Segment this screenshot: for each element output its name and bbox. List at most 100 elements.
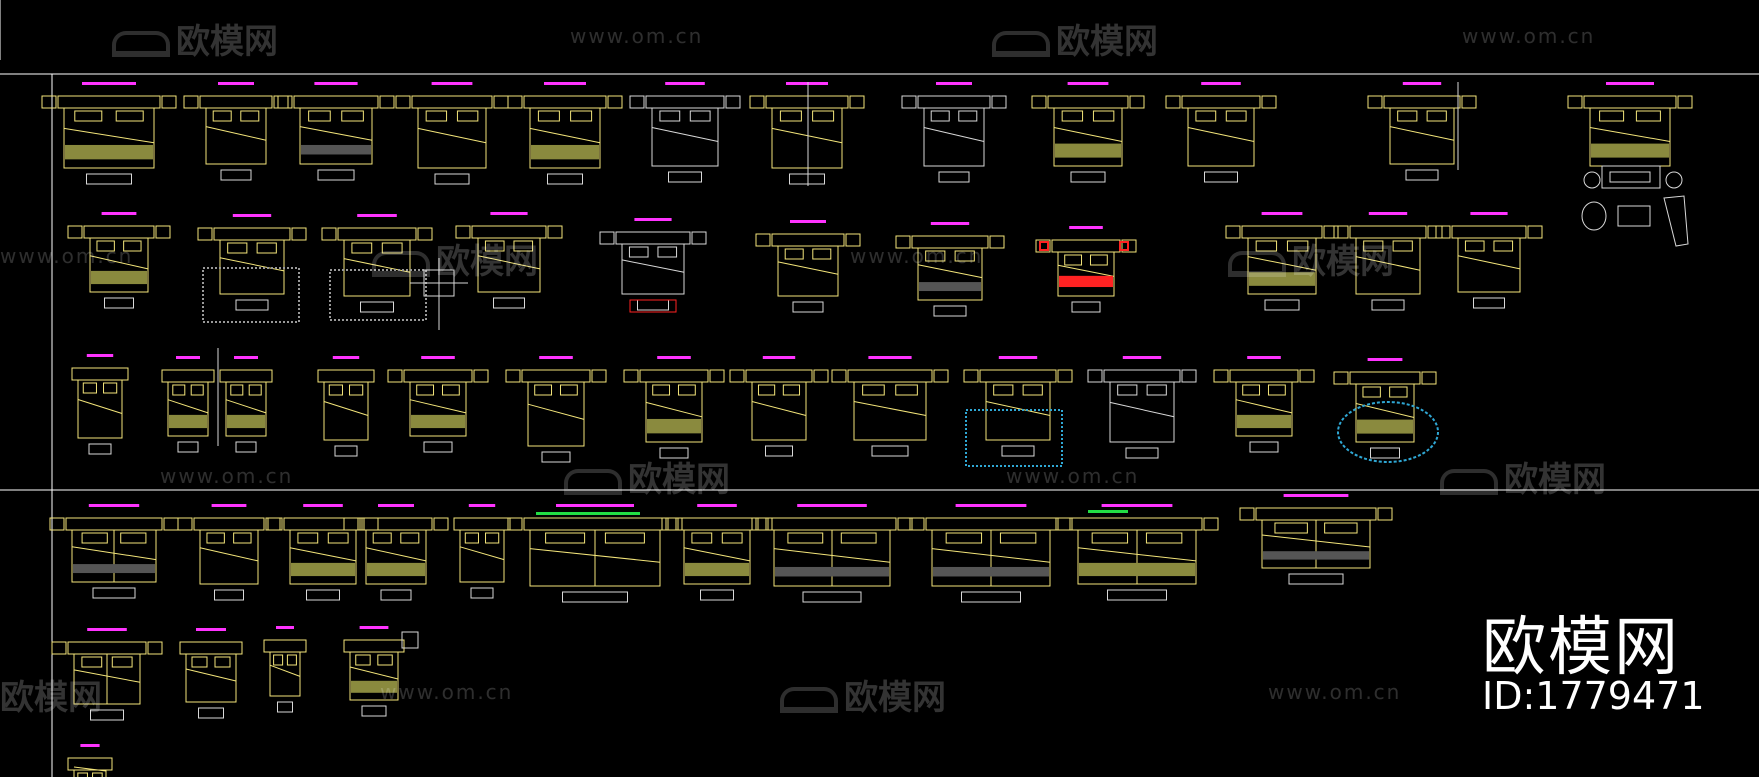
bed-end-fill [1357,419,1413,434]
nightstand-outline [1031,95,1047,109]
blanket-fold-line [683,547,751,562]
pillow-outline [691,532,713,544]
pillow-outline [1061,110,1084,122]
mattress-outline [89,237,149,293]
mattress-outline [1057,251,1115,297]
bed-label-mark [421,356,455,359]
mattress-outline [365,529,427,585]
watermark-url: www.om.cn [160,464,294,488]
pillow-outline [999,532,1037,544]
blanket-fold-line [219,257,285,272]
nightstand-outline [277,95,293,109]
mattress-outline [299,107,373,165]
blanket-fold-line [527,403,585,420]
blanket-fold-line [773,548,891,563]
headboard-outline [771,233,845,247]
pillow-outline [1145,532,1183,544]
nightstand-outline [751,517,767,531]
blanket-fold-line [917,264,983,279]
side-table-outline [1583,171,1601,189]
bed-end-fill [227,414,265,429]
nightstand-outline [755,233,771,247]
mattress-outline [1109,381,1175,443]
nightstand-outline [1377,507,1393,521]
pillow-outline [659,110,681,122]
bed-end-fill [775,566,889,577]
bench-outline [871,445,909,457]
nightstand-outline [691,231,707,245]
pillow-outline [355,654,371,666]
mattress-outline [527,381,585,447]
headboard-outline [1051,239,1121,253]
bench-outline [1609,171,1651,183]
pillow-outline [812,248,832,260]
pillow-outline [425,110,448,122]
headboard-outline [847,369,933,383]
bench-outline [277,701,293,713]
pillow-outline [1064,254,1083,266]
mattress-outline [185,653,237,703]
bed-end-fill [1237,414,1291,429]
bench-outline [470,587,494,599]
bed-label-mark [303,504,343,507]
pillow-outline [1225,110,1247,122]
watermark-brand-text: 欧模网 [436,242,538,282]
nightstand-outline [813,369,829,383]
sofa-logo-icon [1440,468,1498,495]
nightstand-outline [661,517,677,531]
green-accent-strip [536,512,640,515]
pillow-outline [545,532,586,544]
bench-outline [562,591,628,603]
mattress-outline [1457,237,1521,293]
pillow-outline [400,532,420,544]
headboard-outline [453,517,511,531]
pillow-outline [721,532,743,544]
watermark-url: www.om.cn [850,244,984,268]
mattress-outline [73,769,107,777]
bed-label-mark [101,212,137,215]
pillow-outline [895,384,918,396]
mattress-outline [1247,237,1317,295]
pillow-outline [537,110,560,122]
pillow-outline [103,382,118,394]
red-lamp-mark [1119,241,1129,251]
bed-label-mark [359,626,389,629]
bed-end-fill [367,562,425,577]
headboard-outline [199,95,273,109]
blanket-fold-line [645,401,703,418]
bed-end-fill [65,144,153,160]
blanket-fold-line [185,668,237,682]
bed-label-mark [1470,212,1508,215]
blanket-fold-line [1355,256,1421,271]
pillow-outline [441,384,460,396]
blanket-fold-line [621,259,685,273]
nightstand-outline [629,95,645,109]
bed-label-mark [786,82,828,85]
bench-outline [1288,573,1344,585]
pillow-outline [212,110,232,122]
nightstand-outline [831,369,847,383]
watermark-brand: 欧模网 [564,452,730,501]
bed-end-fill [685,562,749,577]
blanket-fold-line [409,399,467,414]
sofa-logo-icon [112,30,170,57]
nightstand-outline [197,227,213,241]
pillow-outline [812,110,835,122]
headboard-outline [521,369,591,383]
bench-outline [765,445,793,457]
blanket-fold-line [1057,264,1115,277]
blanket-fold-line [1389,126,1455,141]
pillow-outline [930,110,950,122]
watermark-url: www.om.cn [1268,680,1402,704]
mattress-outline [477,237,541,293]
bench-outline [1001,445,1035,457]
pillow-outline [1267,384,1286,396]
bed-label-mark [196,628,226,631]
bed-end-fill [1591,143,1669,158]
pillow-outline [82,382,97,394]
nightstand-outline [395,95,411,109]
bench-outline [1071,301,1101,313]
pillow-outline [240,110,260,122]
bed-end-fill [411,414,465,429]
